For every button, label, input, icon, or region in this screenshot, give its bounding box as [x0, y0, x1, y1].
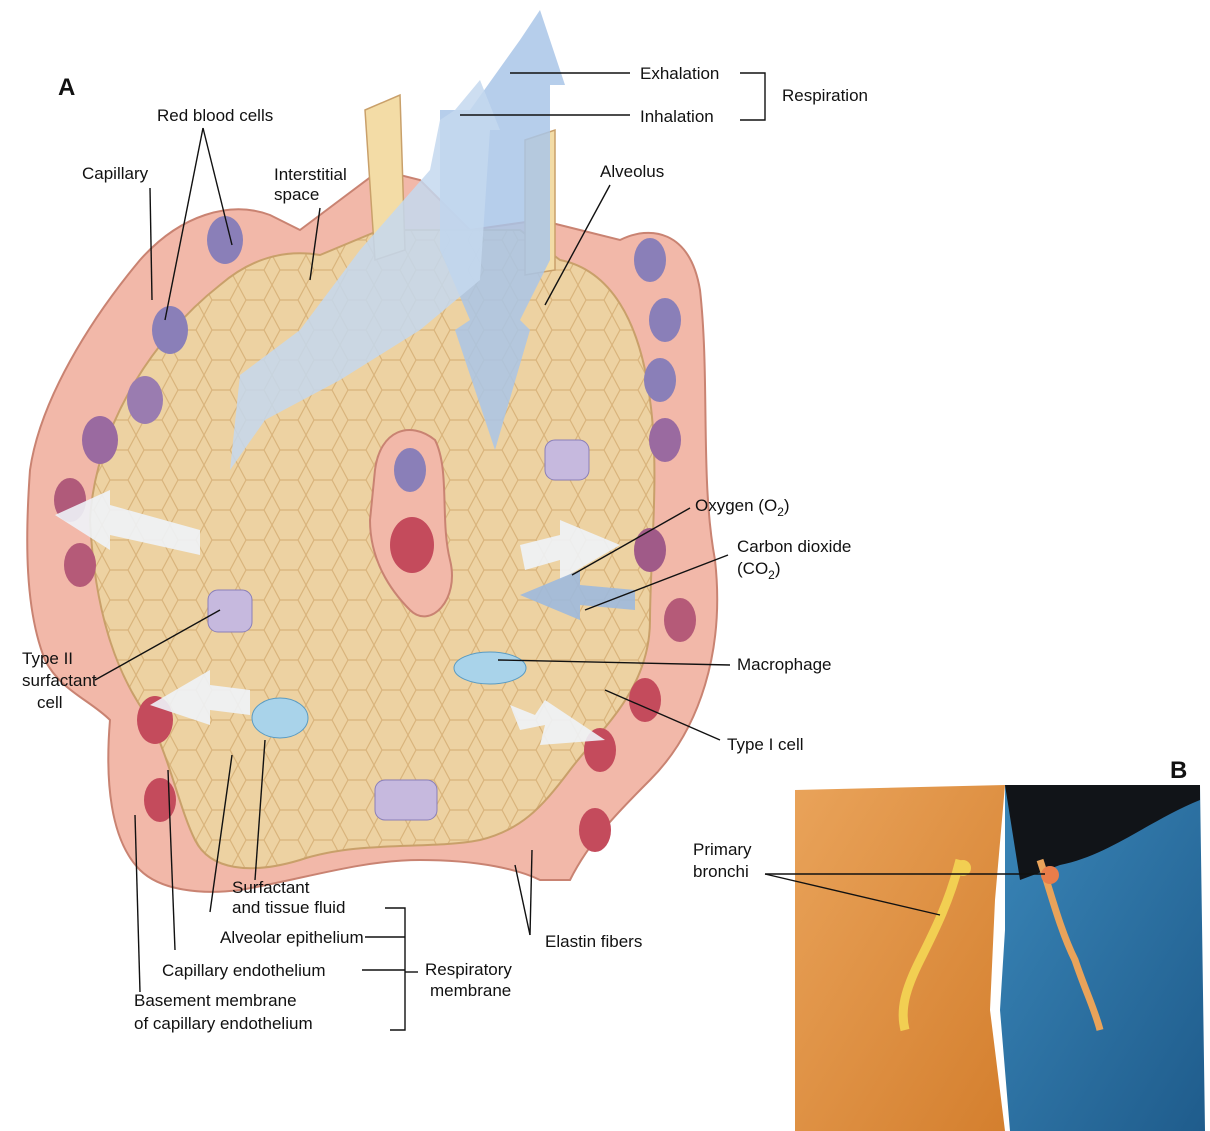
label-alveolus: Alveolus — [600, 162, 664, 181]
lung-cast-left — [795, 785, 1005, 1131]
label-interstitial-1: Interstitial — [274, 165, 347, 184]
label-type-ii-3: cell — [37, 693, 63, 712]
panel-label-b: B — [1170, 757, 1187, 784]
label-exhalation: Exhalation — [640, 64, 719, 83]
lung-cast-photo — [795, 785, 1205, 1131]
label-respiratory-membrane-2: membrane — [430, 981, 511, 1000]
label-elastin-fibers: Elastin fibers — [545, 932, 642, 951]
deoxy-blood-cell — [394, 448, 426, 492]
alveolus-illustration — [27, 10, 717, 892]
label-basement-2: of capillary endothelium — [134, 1014, 313, 1033]
label-type-ii-1: Type II — [22, 649, 73, 668]
label-surfactant-2: and tissue fluid — [232, 898, 345, 917]
bronchus-right-opening — [1041, 866, 1059, 884]
label-co2: (CO2) — [737, 559, 781, 582]
label-alveolar-epithelium: Alveolar epithelium — [220, 928, 364, 947]
label-carbon-dioxide: Carbon dioxide — [737, 537, 851, 556]
label-respiration: Respiration — [782, 86, 868, 105]
label-red-blood-cells: Red blood cells — [157, 106, 273, 125]
panel-label-a: A — [58, 74, 75, 101]
label-capillary: Capillary — [82, 164, 149, 183]
label-surfactant-1: Surfactant — [232, 878, 310, 897]
label-inhalation: Inhalation — [640, 107, 714, 126]
macrophage-cell — [454, 652, 526, 684]
label-respiratory-membrane-1: Respiratory — [425, 960, 512, 979]
label-capillary-endothelium: Capillary endothelium — [162, 961, 325, 980]
type-ii-cell — [375, 780, 437, 820]
type-ii-cell — [545, 440, 589, 480]
type-ii-cell — [208, 590, 252, 632]
label-type-i-cell: Type I cell — [727, 735, 804, 754]
macrophage-cell — [252, 698, 308, 738]
label-interstitial-2: space — [274, 185, 319, 204]
label-primary-1: Primary — [693, 840, 752, 859]
label-type-ii-2: surfactant — [22, 671, 97, 690]
red-blood-cell — [390, 517, 434, 573]
label-basement-1: Basement membrane — [134, 991, 297, 1010]
label-primary-2: bronchi — [693, 862, 749, 881]
label-macrophage: Macrophage — [737, 655, 832, 674]
